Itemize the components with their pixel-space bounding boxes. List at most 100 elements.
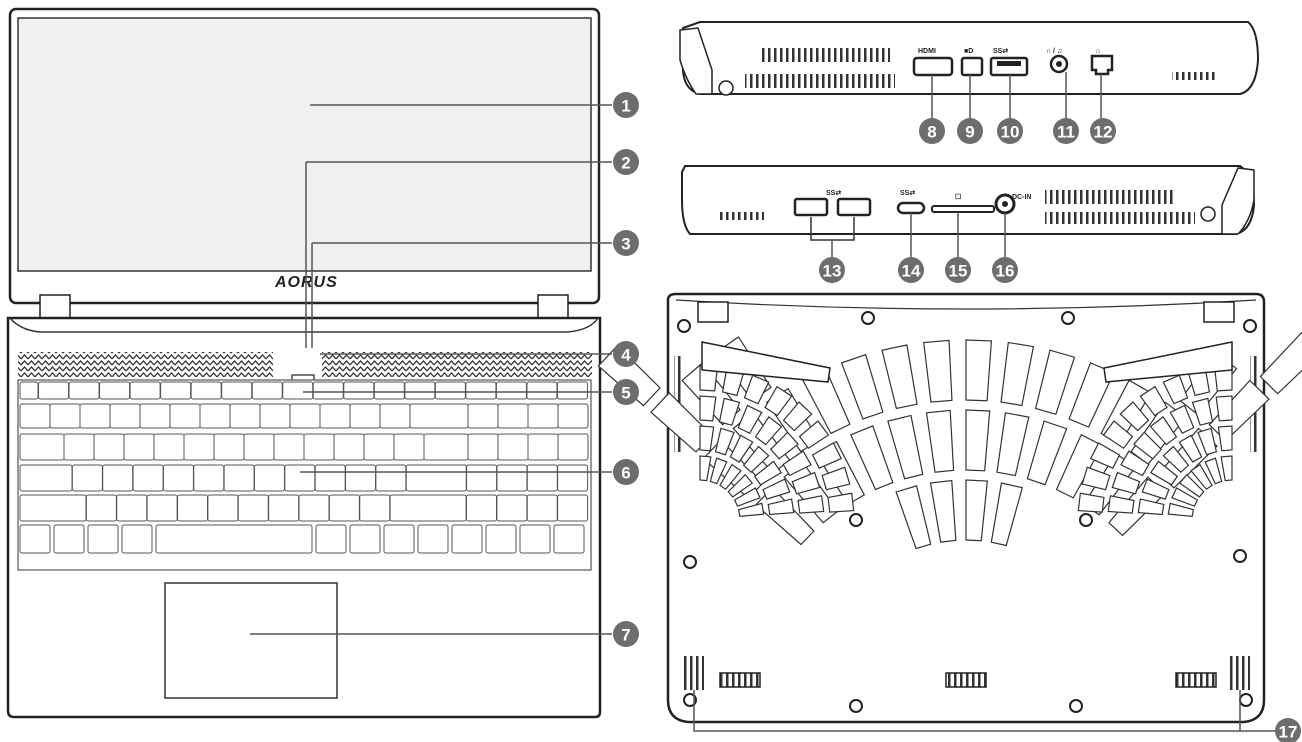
keyboard-key[interactable] [253, 464, 285, 492]
keyboard-key[interactable] [155, 524, 313, 554]
keyboard-key[interactable] [199, 403, 231, 429]
keyboard-key[interactable] [49, 403, 81, 429]
keyboard-key[interactable] [314, 464, 346, 492]
keyboard-key[interactable] [183, 433, 215, 461]
keyboard-key[interactable] [129, 381, 161, 400]
keyboard-key[interactable] [557, 494, 589, 522]
keyboard-key[interactable] [404, 381, 436, 400]
keyboard-key[interactable] [207, 494, 239, 522]
keyboard-key[interactable] [259, 403, 291, 429]
keyboard-key[interactable] [405, 464, 467, 492]
keyboard-key[interactable] [328, 494, 360, 522]
keyboard-key[interactable] [268, 494, 300, 522]
keyboard-key[interactable] [19, 524, 51, 554]
keyboard-key[interactable] [221, 381, 253, 400]
keyboard-key[interactable] [237, 494, 269, 522]
keyboard-key[interactable] [123, 433, 155, 461]
keyboard-key[interactable] [146, 494, 178, 522]
keyboard-key[interactable] [223, 464, 255, 492]
keyboard-key[interactable] [303, 433, 335, 461]
keyboard-key[interactable] [79, 403, 111, 429]
keyboard-key[interactable] [497, 433, 529, 461]
keyboard-key[interactable] [527, 403, 559, 429]
keyboard-key[interactable] [557, 403, 589, 429]
keyboard-key[interactable] [190, 381, 222, 400]
keyboard-key[interactable] [251, 381, 283, 400]
keyboard-key[interactable] [19, 433, 65, 461]
keyboard-key[interactable] [160, 381, 192, 400]
keyboard-key[interactable] [169, 403, 201, 429]
keyboard-key[interactable] [38, 381, 70, 400]
keyboard-key[interactable] [553, 524, 585, 554]
keyboard-key[interactable] [333, 433, 365, 461]
keyboard-key[interactable] [519, 524, 551, 554]
keyboard-key[interactable] [19, 464, 73, 492]
keyboard-key[interactable] [467, 433, 499, 461]
keyboard-key[interactable] [298, 494, 330, 522]
keyboard-key[interactable] [526, 494, 558, 522]
keyboard-key[interactable] [466, 464, 498, 492]
keyboard-key[interactable] [19, 403, 51, 429]
keyboard-key[interactable] [393, 433, 425, 461]
keyboard-key[interactable] [312, 381, 344, 400]
keyboard-key[interactable] [496, 494, 528, 522]
keyboard-key[interactable] [485, 524, 517, 554]
keyboard-key[interactable] [417, 524, 449, 554]
keyboard-key[interactable] [53, 524, 85, 554]
keyboard-key[interactable] [359, 494, 391, 522]
keyboard-key[interactable] [68, 381, 100, 400]
keyboard-key[interactable] [349, 524, 381, 554]
keyboard-key[interactable] [526, 381, 558, 400]
keyboard-key[interactable] [284, 464, 316, 492]
keyboard-key[interactable] [349, 403, 381, 429]
keyboard-key[interactable] [19, 494, 87, 522]
keyboard-key[interactable] [496, 464, 528, 492]
usb-port-a-2[interactable] [836, 197, 872, 217]
keyboard-key[interactable] [282, 381, 314, 400]
lan-port-icon[interactable] [1090, 54, 1114, 76]
keyboard-key[interactable] [466, 494, 497, 522]
keyboard-key[interactable] [556, 381, 588, 400]
keyboard-key[interactable] [109, 403, 141, 429]
keyboard-key[interactable] [497, 403, 529, 429]
keyboard-key[interactable] [289, 403, 321, 429]
keyboard-key[interactable] [121, 524, 153, 554]
keyboard-key[interactable] [116, 494, 148, 522]
keyboard-key[interactable] [243, 433, 275, 461]
keyboard-key[interactable] [451, 524, 483, 554]
keyboard-key[interactable] [423, 433, 469, 461]
sd-card-slot-icon[interactable] [931, 205, 995, 213]
keyboard-key[interactable] [557, 464, 589, 492]
keyboard-key[interactable] [467, 403, 499, 429]
keyboard-key[interactable] [153, 433, 185, 461]
keyboard-key[interactable] [87, 524, 119, 554]
keyboard-key[interactable] [71, 464, 103, 492]
mini-dp-port-icon[interactable] [960, 56, 984, 77]
keyboard-key[interactable] [495, 381, 527, 400]
keyboard-key[interactable] [63, 433, 95, 461]
keyboard-key[interactable] [177, 494, 208, 522]
keyboard-key[interactable] [193, 464, 225, 492]
keyboard-key[interactable] [383, 524, 415, 554]
keyboard-key[interactable] [345, 464, 377, 492]
keyboard-key[interactable] [434, 381, 466, 400]
keyboard-key[interactable] [85, 494, 117, 522]
keyboard-key[interactable] [557, 433, 589, 461]
keyboard-key[interactable] [379, 403, 411, 429]
keyboard-key[interactable] [273, 433, 305, 461]
keyboard-key[interactable] [132, 464, 164, 492]
keyboard-key[interactable] [139, 403, 171, 429]
keyboard-key[interactable] [229, 403, 261, 429]
keyboard-key[interactable] [99, 381, 131, 400]
keyboard-key[interactable] [319, 403, 351, 429]
keyboard-key[interactable] [19, 381, 39, 400]
keyboard-key[interactable] [102, 464, 134, 492]
keyboard-key[interactable] [409, 403, 469, 429]
keyboard-key[interactable] [527, 433, 559, 461]
touchpad[interactable] [164, 582, 338, 699]
keyboard-key[interactable] [389, 494, 467, 522]
keyboard-key[interactable] [363, 433, 395, 461]
keyboard-key[interactable] [213, 433, 245, 461]
keyboard-key[interactable] [465, 381, 497, 400]
usb-c-port-icon[interactable] [896, 201, 926, 215]
